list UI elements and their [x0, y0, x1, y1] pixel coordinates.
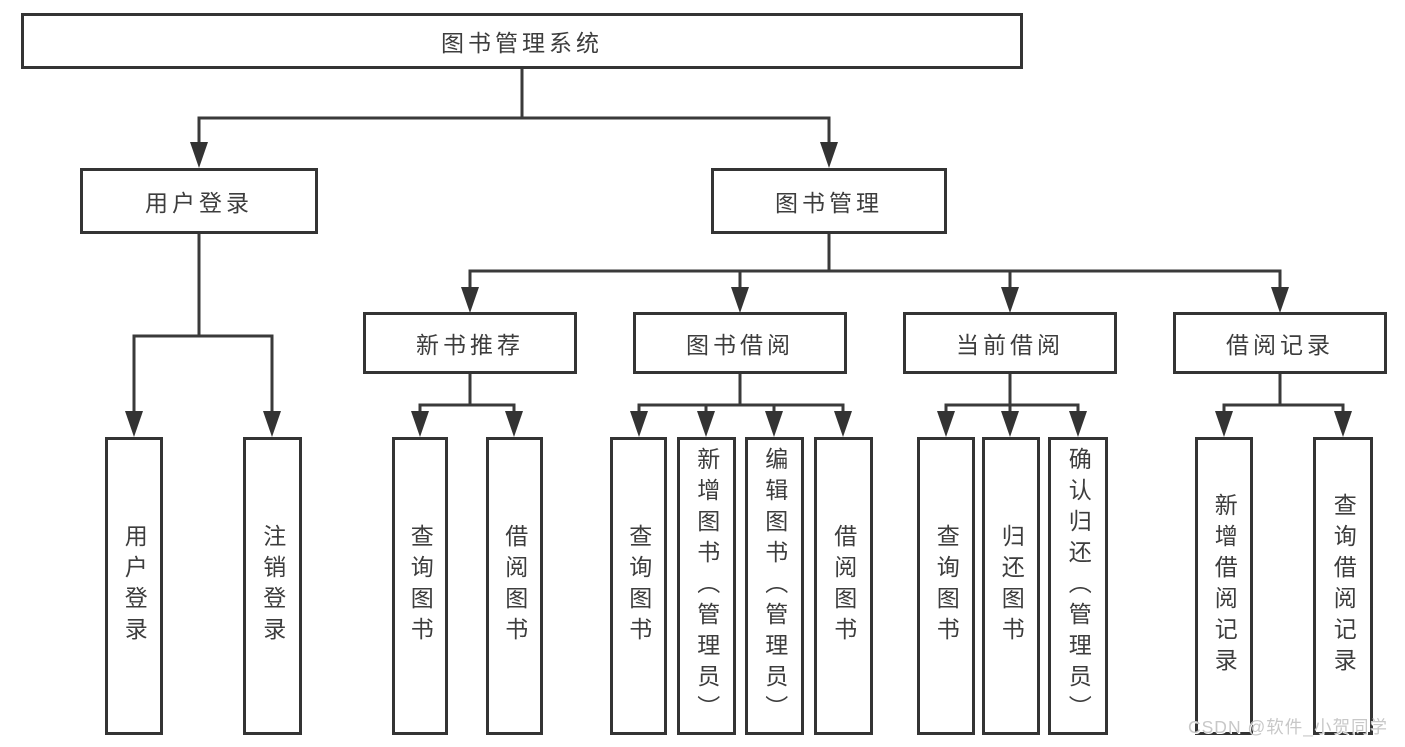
leaf-label: 用户登录: [121, 524, 148, 648]
node-new-book-recommend: 新书推荐: [363, 312, 577, 374]
leaf-label: 注销登录: [259, 524, 286, 648]
leaf-query-borrow-record: 查询借阅记录: [1313, 437, 1373, 735]
leaf-label: 查询图书: [933, 524, 960, 648]
node-label: 新书推荐: [416, 332, 524, 358]
leaf-user-login: 用户登录: [105, 437, 163, 735]
leaf-query-book-current: 查询图书: [917, 437, 975, 735]
node-label: 图书借阅: [686, 332, 794, 358]
leaf-label: 新增借阅记录: [1211, 493, 1238, 679]
leaf-label: 编辑图书（管理员）: [761, 446, 788, 726]
leaf-label: 查询图书: [407, 524, 434, 648]
leaf-logout: 注销登录: [243, 437, 302, 735]
leaf-label: 查询借阅记录: [1330, 493, 1357, 679]
leaf-return-book: 归还图书: [982, 437, 1040, 735]
leaf-borrow-book-recommend: 借阅图书: [486, 437, 543, 735]
leaf-label: 归还图书: [998, 524, 1025, 648]
leaf-add-borrow-record: 新增借阅记录: [1195, 437, 1253, 735]
leaf-add-book-admin: 新增图书（管理员）: [677, 437, 736, 735]
node-root-system: 图书管理系统: [21, 13, 1023, 69]
leaf-label: 查询图书: [625, 524, 652, 648]
leaf-query-book-recommend: 查询图书: [392, 437, 448, 735]
leaf-edit-book-admin: 编辑图书（管理员）: [745, 437, 804, 735]
node-book-borrowing: 图书借阅: [633, 312, 847, 374]
node-borrowing-records: 借阅记录: [1173, 312, 1387, 374]
arrowhead-icons: [125, 142, 1352, 437]
leaf-label: 新增图书（管理员）: [693, 446, 720, 726]
csdn-watermark: CSDN @软件_小贺同学: [1188, 717, 1388, 737]
node-label: 借阅记录: [1226, 332, 1334, 358]
node-label: 用户登录: [145, 190, 253, 216]
node-book-management: 图书管理: [711, 168, 947, 234]
leaf-label: 确认归还（管理员）: [1065, 446, 1092, 726]
leaf-label: 借阅图书: [830, 524, 857, 648]
leaf-borrow-book: 借阅图书: [814, 437, 873, 735]
node-label: 图书管理系统: [441, 30, 603, 56]
node-current-borrowing: 当前借阅: [903, 312, 1117, 374]
node-user-login: 用户登录: [80, 168, 318, 234]
leaf-query-book-borrow: 查询图书: [610, 437, 667, 735]
node-label: 当前借阅: [956, 332, 1064, 358]
leaf-label: 借阅图书: [501, 524, 528, 648]
leaf-confirm-return-admin: 确认归还（管理员）: [1048, 437, 1108, 735]
node-label: 图书管理: [775, 190, 883, 216]
